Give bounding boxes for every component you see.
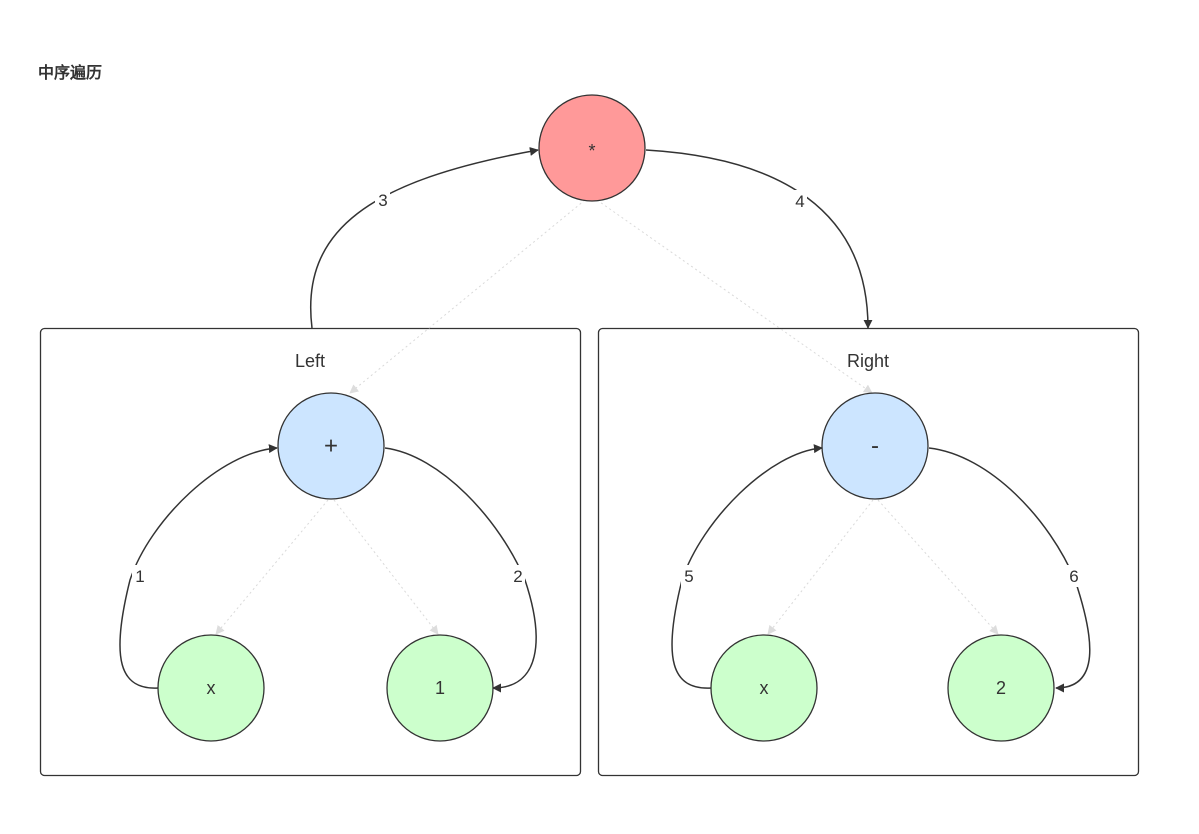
traversal-step-5-label: 5 (684, 567, 693, 586)
right-x-leaf-node-circle (710, 634, 818, 742)
traversal-edge-3[interactable] (310, 146, 539, 329)
left-one-leaf-node-circle (386, 634, 494, 742)
tree-edge-plus-x (215, 499, 329, 635)
traversal-step-1-label: 1 (135, 567, 144, 586)
right-x-leaf-node-label: x (760, 678, 769, 698)
root-node-circle (538, 94, 646, 202)
traversal-edge-1[interactable] (119, 444, 278, 689)
traversal-step-2-label: 2 (513, 567, 522, 586)
traversal-step-6-label: 6 (1069, 567, 1078, 586)
left-x-leaf-node-label: x (207, 678, 216, 698)
left-subtree-group[interactable] (39, 327, 582, 777)
left-group-label: Left (295, 351, 325, 371)
tree-edge-plus-one (333, 499, 439, 635)
right-two-leaf-node-circle (947, 634, 1055, 742)
right-two-leaf-node[interactable]: 2 (947, 634, 1055, 742)
left-x-leaf-node[interactable]: x (157, 634, 265, 742)
left-x-leaf-node-circle (157, 634, 265, 742)
root-node-label: * (588, 141, 595, 161)
right-operator-node[interactable]: - (821, 392, 929, 500)
root-node[interactable]: * (538, 94, 646, 202)
right-operator-node-circle (821, 392, 929, 500)
left-one-leaf-node-label: 1 (435, 678, 445, 698)
traversal-step-3-label: 3 (378, 191, 387, 210)
tree-edge-minus-x (767, 499, 874, 635)
diagram-title: 中序遍历 (38, 63, 102, 82)
left-one-leaf-node[interactable]: 1 (386, 634, 494, 742)
right-operator-node-label: - (871, 432, 879, 459)
tree-edge-root-right (596, 199, 873, 394)
right-two-leaf-node-label: 2 (996, 678, 1006, 698)
traversal-edge-4[interactable] (645, 149, 873, 329)
left-operator-node[interactable]: + (277, 392, 385, 500)
right-x-leaf-node[interactable]: x (710, 634, 818, 742)
left-operator-node-label: + (324, 432, 338, 459)
tree-edge-root-left (349, 199, 586, 394)
left-operator-node-circle (277, 392, 385, 500)
traversal-step-4-label: 4 (795, 192, 804, 211)
right-group-label: Right (847, 351, 889, 371)
